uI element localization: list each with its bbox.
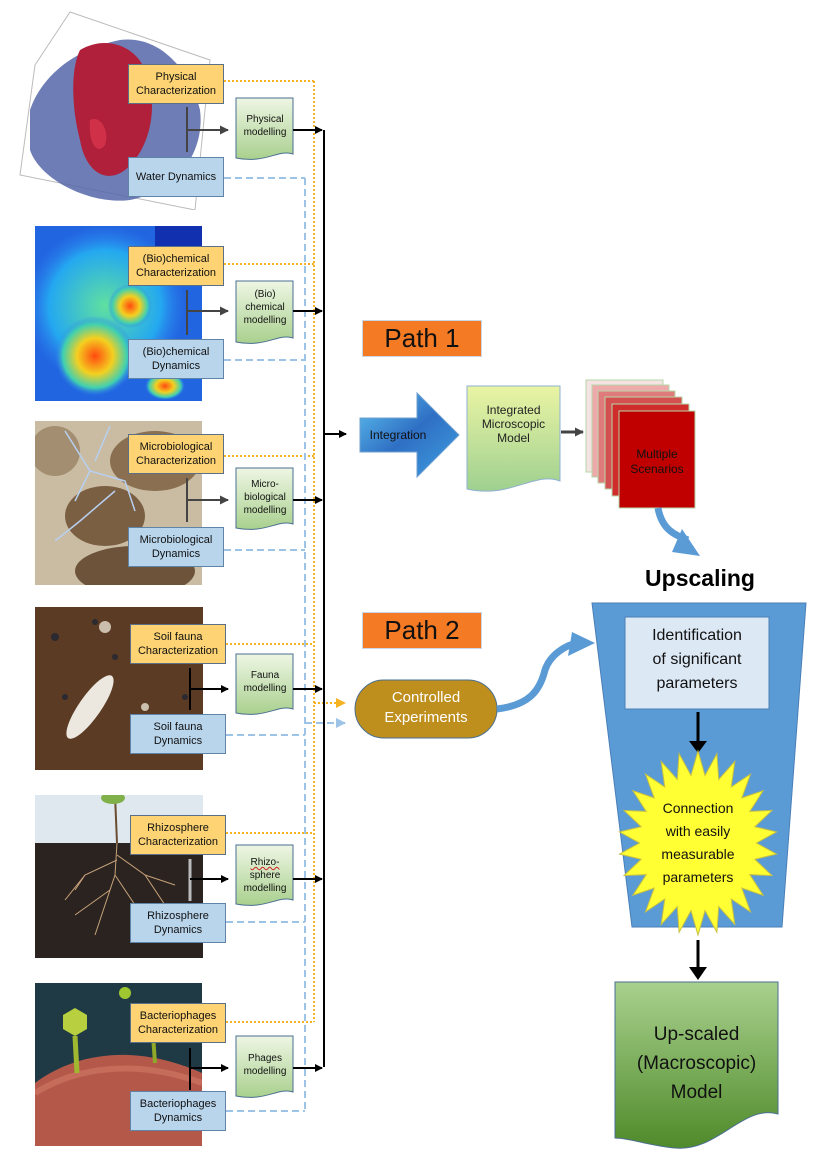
microbiological-dynamics-box: Microbiological Dynamics xyxy=(128,527,224,567)
experiments-to-upscaling-arrowhead xyxy=(568,632,595,656)
microbiological-model-line-1: Micro- xyxy=(251,479,279,490)
rhizosphere-model-line-3: modelling xyxy=(243,883,287,894)
controlled-experiments-label: Controlled Experiments xyxy=(355,688,497,728)
output-line-2: (Macroscopic) xyxy=(636,1053,757,1074)
rhizosphere-dynamics-box: Rhizosphere Dynamics xyxy=(130,903,226,943)
integration-arrow-shape xyxy=(359,391,460,479)
phages-model-label: Phages modelling xyxy=(235,1052,295,1078)
physical-model-doc xyxy=(235,97,294,160)
physical-model-line-2: modelling xyxy=(243,127,287,138)
dynamics-dashed-lines xyxy=(224,177,306,1112)
identification-label: Identification of significant parameters xyxy=(625,624,769,696)
connection-line-1: Connection xyxy=(662,800,734,816)
soil-fauna-characterization-box: Soil fauna Characterization xyxy=(130,624,226,664)
output-line-1: Up-scaled xyxy=(653,1024,740,1045)
identification-to-connection-arrowhead xyxy=(689,741,707,753)
rhizosphere-model-doc xyxy=(235,844,294,906)
biochemical-characterization-box: (Bio)chemical Characterization xyxy=(128,246,224,286)
scenario-stack xyxy=(585,379,696,509)
bacteriophages-dynamics-box: Bacteriophages Dynamics xyxy=(130,1091,226,1131)
upscaled-model-label: Up-scaled (Macroscopic) Model xyxy=(615,1020,778,1107)
rhizosphere-model-line-1: Rhizo- xyxy=(250,857,280,868)
microbiological-characterization-box: Microbiological Characterization xyxy=(128,434,224,474)
funnel-to-output-arrowhead xyxy=(689,967,707,980)
path-1-label: Path 1 xyxy=(362,320,482,357)
connection-line-4: parameters xyxy=(662,869,734,885)
biochemical-model-line-1: (Bio) xyxy=(254,289,276,300)
integrated-model-line-3: Model xyxy=(497,431,530,445)
identification-line-3: parameters xyxy=(656,675,738,692)
phages-model-line-1: Phages xyxy=(248,1053,282,1064)
phages-model-doc xyxy=(235,1035,294,1098)
fauna-model-line-2: modelling xyxy=(243,683,287,694)
integrated-model-line-1: Integrated xyxy=(486,403,541,417)
output-line-3: Model xyxy=(670,1082,723,1103)
experiments-line-1: Controlled xyxy=(391,689,461,706)
biochemical-dynamics-box: (Bio)chemical Dynamics xyxy=(128,339,224,379)
model-documents xyxy=(235,97,294,1098)
connection-line-3: measurable xyxy=(661,846,735,862)
bacteriophages-characterization-box: Bacteriophages Characterization xyxy=(130,1003,226,1043)
model-to-bus-arrows xyxy=(293,126,323,1072)
microbiological-model-line-3: modelling xyxy=(243,505,287,516)
upscaling-title: Upscaling xyxy=(645,565,755,591)
rhizosphere-model-line-2: sphere xyxy=(249,870,281,881)
rhizosphere-characterization-box: Rhizosphere Characterization xyxy=(130,815,226,855)
phages-model-line-2: modelling xyxy=(243,1066,287,1077)
char-dyn-connectors xyxy=(186,107,229,1090)
path-2-label: Path 2 xyxy=(362,612,482,649)
identification-line-1: Identification xyxy=(652,627,742,644)
physical-characterization-box: Physical Characterization xyxy=(128,64,224,104)
integrated-model-doc xyxy=(466,385,561,492)
multiple-scenarios-label: Multiple Scenarios xyxy=(619,447,695,477)
soil-fauna-dynamics-box: Soil fauna Dynamics xyxy=(130,714,226,754)
biochemical-model-label: (Bio) chemical modelling xyxy=(235,288,295,327)
connection-burst xyxy=(618,749,778,937)
experiments-to-upscaling-curve xyxy=(496,638,581,713)
identification-line-2: of significant xyxy=(652,651,742,668)
scenarios-line-1: Multiple xyxy=(636,447,678,461)
biochemical-model-line-2: chemical xyxy=(245,302,285,313)
microbiological-model-line-2: biological xyxy=(244,492,286,503)
upscaled-model-doc xyxy=(614,981,779,1149)
characterization-dotted-lines xyxy=(224,80,346,1023)
microbiological-model-doc xyxy=(235,467,294,530)
physical-model-line-1: Physical xyxy=(246,114,284,125)
connection-label: Connection with easily measurable parame… xyxy=(640,797,756,889)
connection-line-2: with easily xyxy=(665,823,731,839)
integrated-model-label: Integrated Microscopic Model xyxy=(467,403,560,445)
microbiological-model-label: Micro- biological modelling xyxy=(235,478,295,517)
experiments-line-2: Experiments xyxy=(384,709,468,726)
water-dynamics-box: Water Dynamics xyxy=(128,157,224,197)
integration-label: Integration xyxy=(369,428,427,442)
integrated-model-line-2: Microscopic xyxy=(481,417,546,431)
fauna-model-doc xyxy=(235,653,294,715)
scenarios-to-upscaling-arrowhead xyxy=(672,529,700,556)
fauna-model-line-1: Fauna xyxy=(250,670,280,681)
physical-model-label: Physical modelling xyxy=(235,113,295,139)
scenarios-line-2: Scenarios xyxy=(630,462,684,476)
biochemical-model-doc xyxy=(235,280,294,344)
fauna-model-label: Fauna modelling xyxy=(235,669,295,695)
rhizosphere-model-label: Rhizo- sphere modelling xyxy=(235,856,295,895)
biochemical-model-line-3: modelling xyxy=(243,315,287,326)
identification-box xyxy=(624,616,770,710)
